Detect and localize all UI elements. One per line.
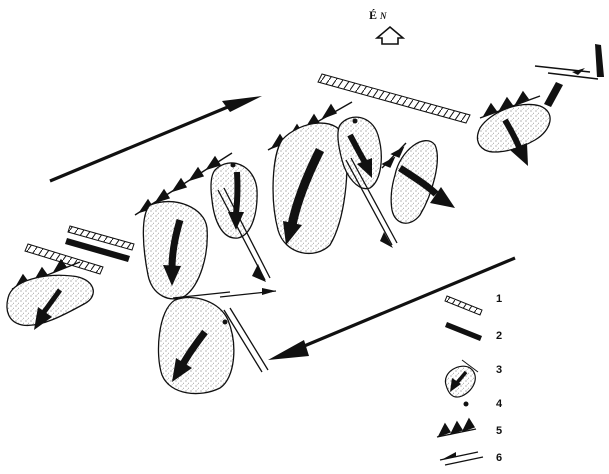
legend-symbol-5 xyxy=(436,417,477,438)
upper-shear-arrow xyxy=(49,96,262,186)
block-bottom xyxy=(157,296,235,395)
strike-slip-faults xyxy=(172,157,398,373)
legend-symbol-6 xyxy=(439,451,484,466)
legend-symbol-2 xyxy=(445,322,482,341)
block-right-middle xyxy=(390,140,455,224)
hatched-band-upper xyxy=(317,73,471,124)
block-center-large xyxy=(142,200,208,300)
legend-symbol-3 xyxy=(444,359,479,398)
block-center-small xyxy=(210,162,258,239)
lower-shear-arrow xyxy=(268,256,516,360)
legend-symbol-1 xyxy=(444,295,483,316)
filled-bands-upper-right xyxy=(534,44,604,107)
north-arrow-icon xyxy=(374,25,406,45)
hatched-band-left xyxy=(24,243,104,275)
legend-number-5: 5 xyxy=(496,425,503,437)
block-upper-middle xyxy=(337,116,382,190)
block-upper-right xyxy=(476,103,551,166)
legend-number-3: 3 xyxy=(496,364,503,376)
legend-number-1: 1 xyxy=(496,293,503,305)
legend-number-4: 4 xyxy=(496,398,503,410)
legend-number-2: 2 xyxy=(496,330,503,342)
legend-number-6: 6 xyxy=(496,452,503,464)
legend-symbol-4 xyxy=(463,401,469,407)
block-center-tall xyxy=(272,122,348,254)
block-left xyxy=(6,274,94,330)
filled-band-left xyxy=(65,238,130,262)
hatched-band-mid xyxy=(67,225,135,251)
